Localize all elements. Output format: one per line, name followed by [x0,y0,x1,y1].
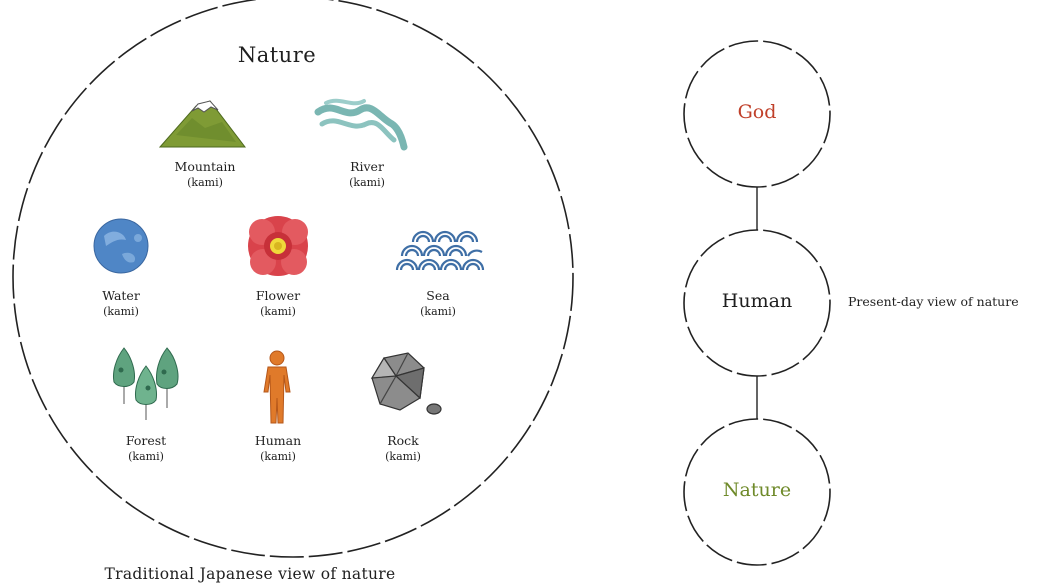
water-drop-icon [94,219,148,273]
item-sub: (kami) [256,304,300,320]
item-label: Rock [385,432,421,449]
node-nature-label: Nature [723,479,791,501]
item-label: River [349,158,385,175]
item-sub: (kami) [102,304,140,320]
item-label: Forest [126,432,166,449]
item-sub: (kami) [175,175,236,191]
item-sub: (kami) [255,449,301,465]
item-river: River (kami) [349,158,385,191]
item-sub: (kami) [385,449,421,465]
item-sub: (kami) [126,449,166,465]
item-rock: Rock (kami) [385,432,421,465]
mountain-icon [160,101,245,147]
item-label: Water [102,287,140,304]
item-sub: (kami) [349,175,385,191]
item-label: Sea [420,287,456,304]
nature-circle [13,0,573,557]
item-sub: (kami) [420,304,456,320]
forest-icon [113,348,177,420]
flower-icon [248,216,308,276]
node-god-label: God [738,101,777,123]
traditional-caption: Traditional Japanese view of nature [105,565,396,583]
item-human: Human (kami) [255,432,301,465]
item-forest: Forest (kami) [126,432,166,465]
nature-circle-title: Nature [238,43,316,67]
item-label: Mountain [175,158,236,175]
rock-icon [372,353,441,414]
item-water: Water (kami) [102,287,140,320]
item-flower: Flower (kami) [256,287,300,320]
item-mountain: Mountain (kami) [175,158,236,191]
item-label: Flower [256,287,300,304]
item-sea: Sea (kami) [420,287,456,320]
present-day-caption: Present-day view of nature [848,294,1019,309]
river-icon [318,101,404,147]
sea-waves-icon [397,232,483,270]
node-human-label: Human [722,290,792,312]
human-figure-icon [264,351,290,423]
item-label: Human [255,432,301,449]
